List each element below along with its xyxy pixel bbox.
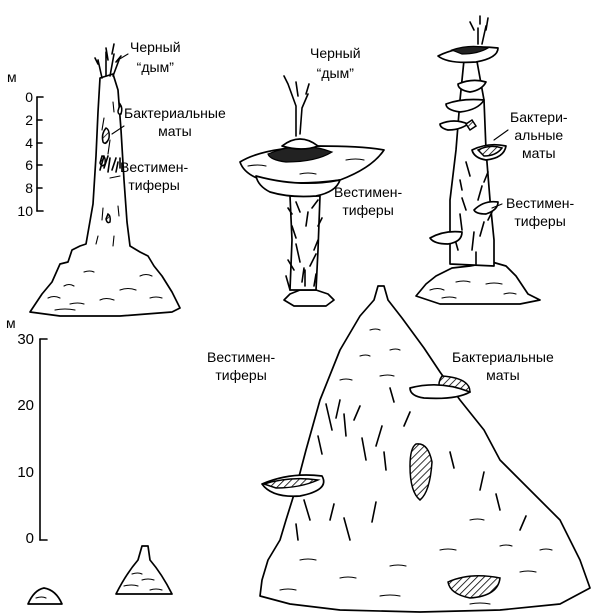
scale-large-tick: 20 — [6, 398, 34, 413]
label-vestimentifera-3: Вестимен- тиферы — [506, 196, 574, 229]
scale-small-tick: 0 — [9, 90, 33, 104]
depth-scale-large — [40, 339, 47, 540]
small-mounds — [28, 546, 172, 604]
label-line: маты — [510, 146, 568, 161]
scale-small-tick: 6 — [9, 158, 33, 172]
label-line: Бактериальные — [452, 350, 554, 365]
label-line: Бактери- — [510, 110, 568, 125]
label-line: тиферы — [506, 214, 574, 229]
label-bacterial-mats-big: Бактериальные маты — [452, 350, 554, 383]
scale-large-tick: 10 — [6, 465, 34, 480]
scale-large-unit: м — [6, 316, 16, 331]
label-line: маты — [124, 124, 226, 139]
scale-small-tick: 4 — [9, 136, 33, 150]
scale-small-tick: 8 — [9, 181, 33, 195]
label-vestimentifera-1: Вестимен- тиферы — [120, 160, 188, 193]
scale-small-tick: 10 — [9, 204, 33, 218]
label-line: Вестимен- — [334, 185, 402, 200]
label-line: “дым” — [130, 60, 181, 75]
scale-small-tick: 2 — [9, 113, 33, 127]
label-vestimentifera-2: Вестимен- тиферы — [334, 185, 402, 218]
depth-scale-small — [37, 97, 43, 211]
label-line: тиферы — [120, 178, 188, 193]
label-bacterial-mats-3: Бактери- альные маты — [510, 110, 568, 161]
label-line: “дым” — [310, 66, 361, 81]
scale-small-unit: м — [7, 70, 17, 85]
label-black-smoke-1: Черный “дым” — [130, 40, 181, 75]
label-line: альные — [510, 128, 568, 143]
label-line: Бактериальные — [124, 106, 226, 121]
label-bacterial-mats-1: Бактериальные маты — [124, 106, 226, 139]
large-mound — [260, 286, 590, 612]
label-vestimentifera-big: Вестимен- тиферы — [207, 350, 275, 383]
scale-large-tick: 30 — [6, 332, 34, 347]
label-line: Черный — [130, 40, 181, 55]
label-line: тиферы — [334, 203, 402, 218]
label-line: Вестимен- — [207, 350, 275, 365]
label-line: Вестимен- — [506, 196, 574, 211]
label-line: тиферы — [207, 368, 275, 383]
label-line: маты — [452, 368, 554, 383]
scale-large-tick: 0 — [6, 531, 34, 546]
label-black-smoke-2: Черный “дым” — [310, 46, 361, 81]
label-line: Черный — [310, 46, 361, 61]
label-line: Вестимен- — [120, 160, 188, 175]
